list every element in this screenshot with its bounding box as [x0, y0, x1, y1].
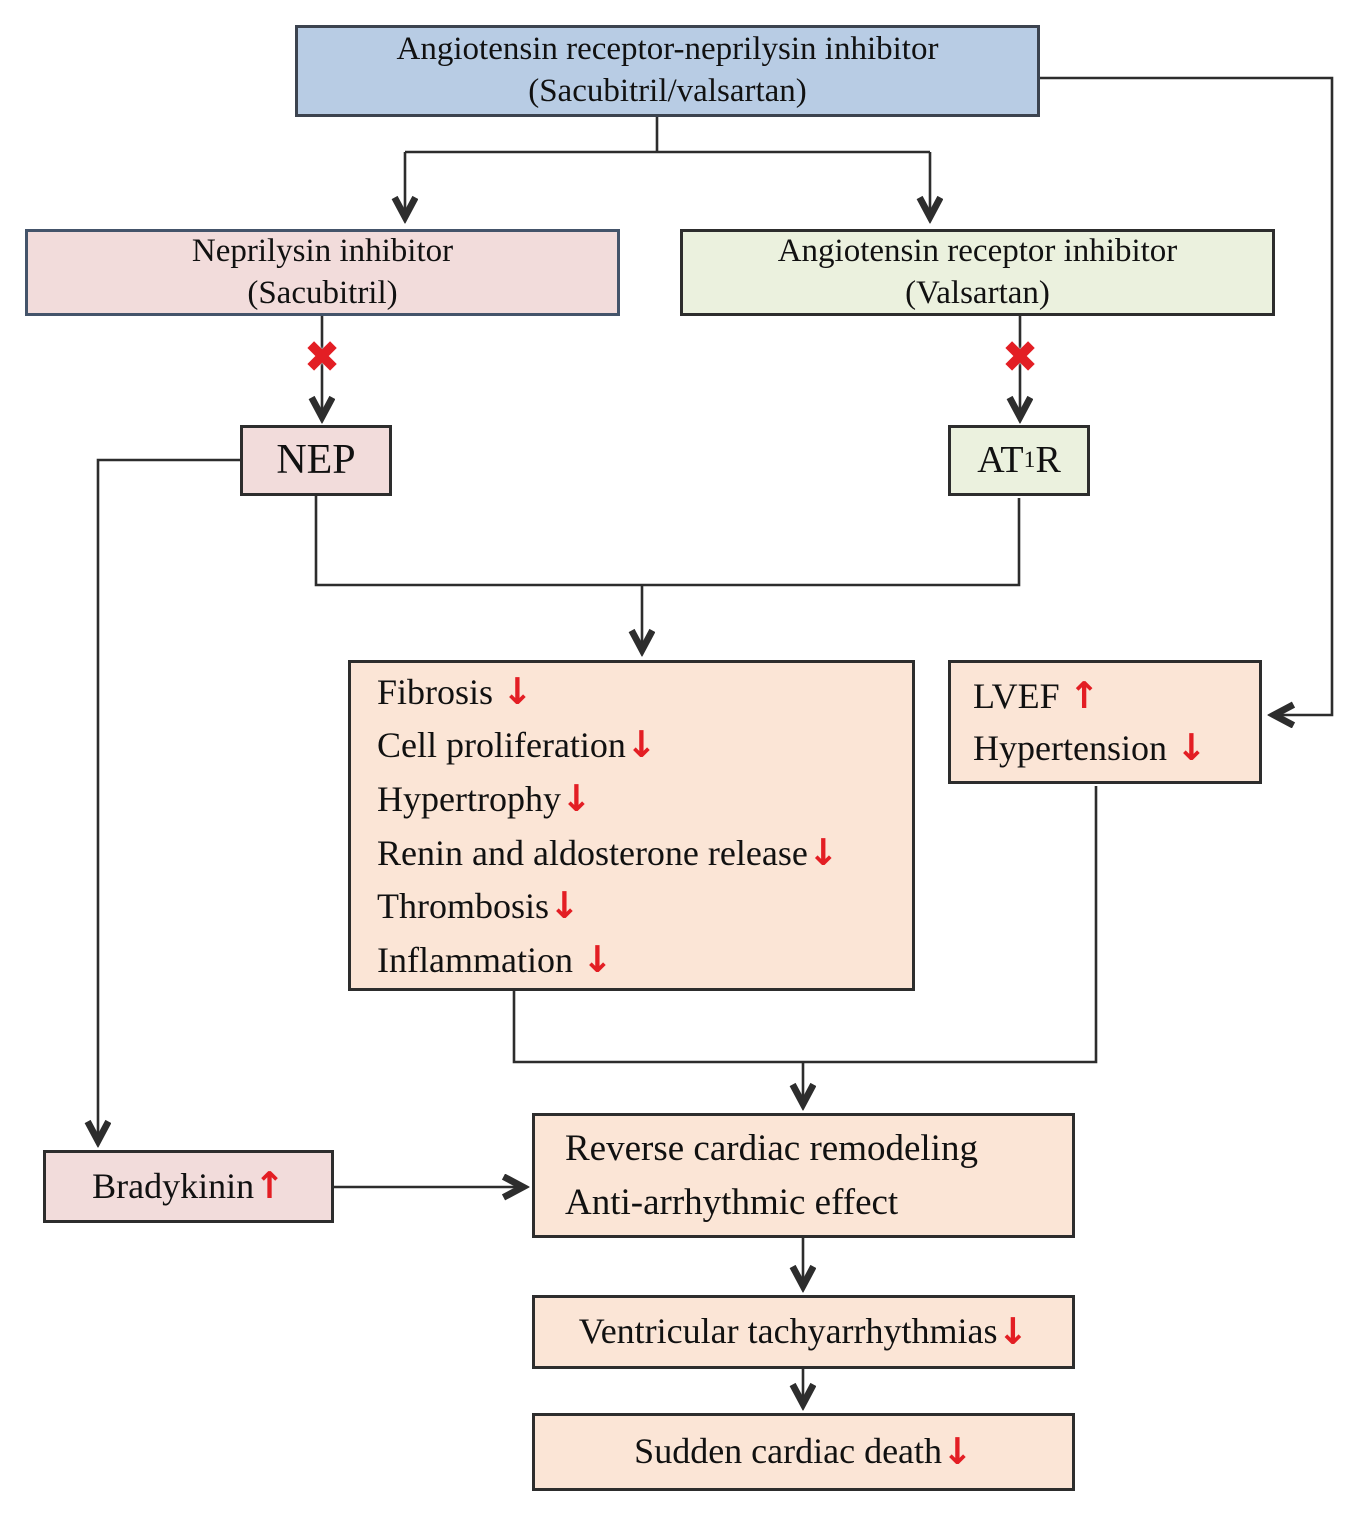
effect-item: Inflammation ↓: [377, 933, 613, 987]
hypertension-label: Hypertension: [973, 728, 1176, 768]
at1r-prefix: AT: [977, 438, 1024, 481]
ventricular-tachyarrhythmias-box: Ventricular tachyarrhythmias↓: [532, 1295, 1075, 1369]
bradykinin-label: Bradykinin: [92, 1165, 255, 1206]
bradykinin-box: Bradykinin↑: [43, 1150, 334, 1223]
angiotensin-receptor-inhibitor-box: Angiotensin receptor inhibitor (Valsarta…: [680, 229, 1275, 316]
down-arrow-icon: ↓: [1175, 726, 1207, 769]
effect-item: Thrombosis↓: [377, 879, 580, 933]
effect-label: Thrombosis: [377, 886, 550, 927]
ventricular-label: Ventricular tachyarrhythmias: [578, 1311, 998, 1352]
angiotensin-line1: Angiotensin receptor inhibitor: [777, 232, 1178, 269]
effect-item: Hypertrophy↓: [377, 772, 592, 826]
down-arrow-icon: ↓: [560, 776, 592, 820]
up-arrow-icon: ↑: [254, 1164, 285, 1208]
down-arrow-icon: ↓: [942, 1429, 973, 1473]
arni-line2: (Sacubitril/valsartan): [528, 73, 807, 109]
effect-label: Fibrosis: [377, 671, 503, 712]
down-arrow-icon: ↓: [807, 830, 839, 874]
effect-item: Fibrosis ↓: [377, 665, 533, 719]
neprilysin-line1: Neprilysin inhibitor: [191, 232, 454, 269]
down-arrow-icon: ↓: [997, 1309, 1029, 1353]
at1r-suffix: R: [1035, 438, 1061, 481]
down-arrow-icon: ↓: [502, 669, 533, 713]
sudden-cardiac-death-box: Sudden cardiac death ↓: [532, 1413, 1075, 1491]
lvef-item: LVEF ↑: [973, 670, 1099, 722]
at1r-subscript: 1: [1023, 446, 1036, 473]
remodeling-box: Reverse cardiac remodeling Anti-arrhythm…: [532, 1113, 1075, 1238]
down-arrow-icon: ↓: [549, 884, 580, 928]
effects-box: Fibrosis ↓ Cell proliferation↓ Hypertrop…: [348, 660, 915, 991]
lvef-hypertension-box: LVEF ↑ Hypertension ↓: [948, 660, 1262, 784]
nep-label: NEP: [276, 437, 356, 484]
effect-label: Renin and aldosterone release: [377, 832, 808, 873]
down-arrow-icon: ↓: [625, 723, 657, 767]
effect-item: Cell proliferation↓: [377, 718, 657, 772]
remodeling-line2: Anti-arrhythmic effect: [565, 1181, 899, 1223]
lvef-label: LVEF: [973, 675, 1069, 716]
down-arrow-icon: ↓: [581, 937, 613, 981]
blocked-cross-icon: ✖: [303, 332, 341, 383]
nep-box: NEP: [240, 425, 392, 496]
neprilysin-inhibitor-box: Neprilysin inhibitor (Sacubitril): [25, 229, 620, 316]
hypertension-item: Hypertension ↓: [973, 722, 1207, 774]
effect-label: Hypertrophy: [377, 778, 561, 819]
effect-label: Cell proliferation: [377, 725, 626, 766]
effect-item: Renin and aldosterone release↓: [377, 826, 839, 880]
arni-line1: Angiotensin receptor-neprilysin inhibito…: [396, 31, 939, 68]
angiotensin-line2: (Valsartan): [905, 274, 1050, 311]
remodeling-line1: Reverse cardiac remodeling: [565, 1127, 978, 1169]
effect-label: Inflammation: [377, 939, 582, 980]
blocked-cross-icon: ✖: [1001, 332, 1039, 383]
arni-box: Angiotensin receptor-neprilysin inhibito…: [295, 25, 1040, 117]
sudden-label: Sudden cardiac death: [634, 1431, 943, 1472]
up-arrow-icon: ↑: [1068, 673, 1100, 717]
neprilysin-line2: (Sacubitril): [247, 274, 398, 311]
